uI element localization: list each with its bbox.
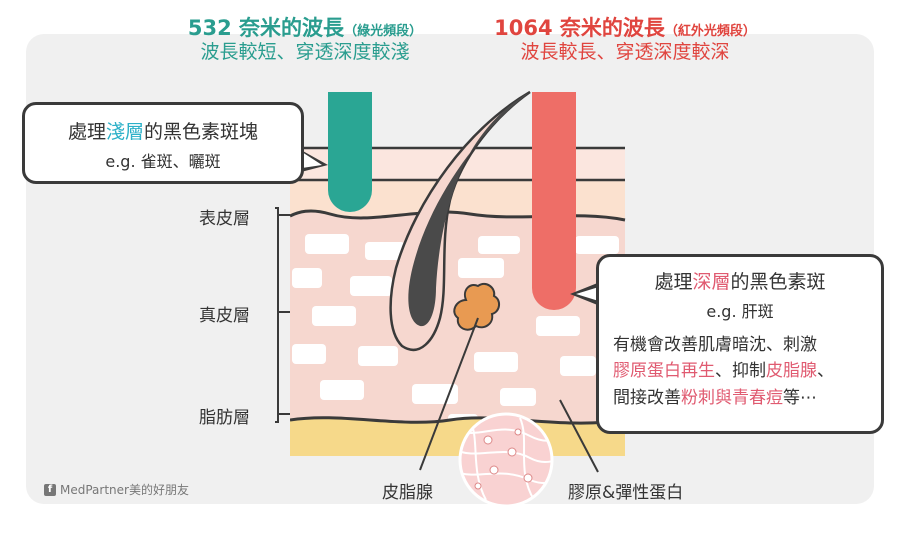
sebaceous-gland [453,282,500,331]
green-laser-header: 532 奈米的波長（綠光頻段） 波長較短、穿透深度較淺 [160,15,450,65]
red-laser-title: 1064 奈米的波長 [494,16,665,40]
facebook-icon: f [44,483,56,496]
green-laser-desc: 波長較短、穿透深度較淺 [200,41,410,64]
layer-bracket [275,207,279,423]
red-laser-beam [532,92,576,310]
callout-shallow-prefix: 處理 [67,121,106,143]
collagen-magnifier [458,412,554,508]
callout-deep-line1: 有機會改善肌膚暗沈、刺激 [613,335,817,355]
callout-deep: 處理深層的黑色素斑 e.g. 肝斑 有機會改善肌膚暗沈、刺激 膠原蛋白再生、抑制… [596,254,884,434]
sebaceous-label: 皮脂腺 [382,483,433,503]
red-laser-desc: 波長較長、穿透深度較深 [520,41,730,64]
callout-deep-line2: 膠原蛋白再生、抑制皮脂腺、 [613,361,834,382]
fibroblast-dots [474,428,533,490]
epidermis-label: 表皮層 [199,209,250,229]
fat-label: 脂肪層 [199,408,250,428]
credit: f MedPartner美的好朋友 [44,481,189,498]
callout-shallow: 處理淺層的黑色素斑塊 e.g. 雀斑、曬斑 [22,102,304,184]
credit-text: MedPartner美的好朋友 [60,483,189,497]
callout-shallow-example: e.g. 雀斑、曬斑 [105,152,221,171]
green-laser-beam [328,92,372,212]
red-laser-header: 1064 奈米的波長（紅外光頻段） 波長較長、穿透深度較深 [470,15,780,65]
collagen-label: 膠原&彈性蛋白 [568,483,684,503]
dermis-label: 真皮層 [199,306,250,326]
callout-shallow-highlight: 淺層 [105,121,144,143]
fat-boundary [290,416,625,425]
collagen-pointer [559,399,599,473]
collagen-fibers [461,417,551,501]
red-laser-band: （紅外光頻段） [664,24,756,39]
callout-deep-highlight: 深層 [692,271,731,293]
green-laser-band: （綠光頻段） [344,24,423,39]
callout-deep-suffix: 的黑色素斑 [730,271,826,293]
sebaceous-pointer [419,317,479,471]
callout-deep-example: e.g. 肝斑 [706,302,774,321]
callout-deep-line3: 間接改善粉刺與青春痘等⋯ [613,387,817,408]
hair-shaft [408,92,530,327]
callout-deep-prefix: 處理 [654,271,693,293]
callout-shallow-suffix: 的黑色素斑塊 [144,121,259,143]
green-laser-title: 532 奈米的波長 [187,16,345,40]
